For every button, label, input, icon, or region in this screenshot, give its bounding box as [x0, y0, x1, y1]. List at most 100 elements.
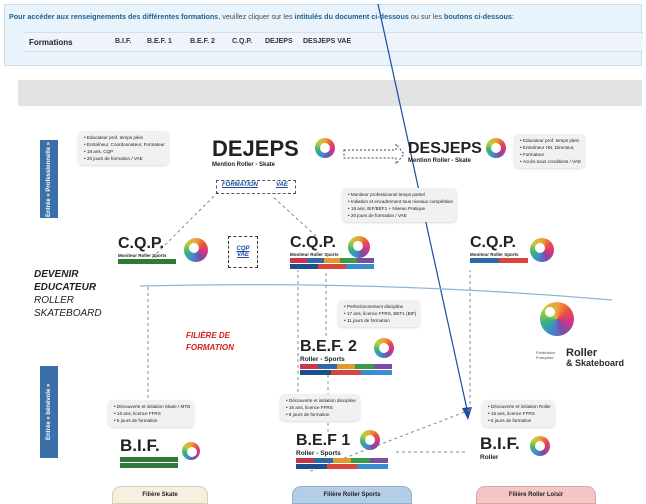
cqp-skate-logo[interactable]: C.Q.P. Moniteur Roller Sports — [118, 235, 176, 264]
info-text-part: intitulés du document ci-dessous — [294, 12, 409, 21]
filiere-line: FILIÈRE DE — [186, 331, 231, 340]
info-text-part: : — [511, 12, 514, 21]
bef2-logo[interactable]: B.E.F. 2 Roller - Sports — [300, 338, 393, 375]
discipline-strip — [300, 364, 393, 369]
bif-skate-logo[interactable]: B.I.F. — [120, 436, 178, 468]
note-line: 16 ans, licence FFRS — [488, 410, 551, 417]
note-bef2: Perfectionnement discipline 17 ans, lice… — [338, 300, 421, 327]
cqp-link[interactable]: CQP — [236, 246, 250, 252]
dejeps-links-box — [216, 180, 296, 194]
discipline-strip — [290, 258, 374, 263]
dejeps-to-desjeps-arrow — [343, 142, 405, 166]
dejeps-logo[interactable]: DEJEPS Mention Roller - Skate — [212, 136, 299, 168]
bef2-subtitle: Roller - Sports — [300, 356, 345, 363]
note-line: 8 jours de formation — [286, 411, 356, 418]
ffrs-sun-icon — [360, 430, 380, 450]
cqp-subtitle: Moniteur Roller Sports — [470, 252, 519, 257]
discipline-strip — [290, 264, 374, 269]
discipline-strip — [120, 457, 178, 462]
filiere-line: FORMATION — [186, 343, 234, 352]
info-text: Pour accéder aux renseignements des diff… — [9, 12, 514, 21]
sidebar-benevole: Entrée « bénévole » — [40, 366, 58, 458]
note-line: Découverte et initiation discipline — [286, 397, 356, 404]
cqp-subtitle: Moniteur Roller Sports — [290, 252, 339, 257]
cqp-vae-link[interactable]: VAE — [237, 252, 249, 258]
tab-desjeps-vae[interactable]: DESJEPS VAE — [303, 38, 352, 45]
connector-line — [147, 189, 221, 263]
info-text-part: boutons ci-dessous — [444, 12, 512, 21]
federation-line: Fédération — [536, 350, 556, 355]
note-line: 16 ans, licence FFRS — [286, 404, 356, 411]
ffrs-sun-icon — [315, 138, 335, 158]
cqp-links-box: CQP VAE — [228, 236, 258, 268]
note-line: 20 jours de formation / VAE — [84, 155, 165, 162]
ffrs-sun-icon — [182, 442, 200, 460]
tab-cqp[interactable]: C.Q.P. — [232, 38, 253, 45]
cqp-roller-loisir-logo[interactable]: C.Q.P. Moniteur Roller Sports — [470, 234, 528, 263]
bef1-logo[interactable]: B.E.F 1 Roller - Sports — [296, 432, 389, 469]
note-line: Découverte et initiation Roller — [488, 403, 551, 410]
footer-filiere-roller-sports[interactable]: Filière Roller Sports — [292, 486, 412, 504]
dejeps-formation-link[interactable]: FORMATION — [222, 182, 258, 188]
discipline-strip — [470, 258, 528, 263]
federation-brand-line: & Skateboard — [566, 358, 625, 368]
sidebar-pro: Entrée « Professionnelle » — [40, 140, 58, 218]
tab-dejeps[interactable]: DEJEPS — [265, 38, 293, 45]
filiere-formation-label: FILIÈRE DE FORMATION — [186, 330, 234, 354]
note-line: Entraîneur, Coordonnateur, Formateur — [84, 141, 165, 148]
discipline-strip — [296, 458, 389, 463]
note-line: 5 jours de formation — [488, 417, 551, 424]
ffrs-sun-icon — [530, 436, 550, 456]
ffrs-federation-icon — [540, 302, 574, 336]
desjeps-subtitle: Mention Roller - Skate — [408, 158, 472, 164]
note-line: Perfectionnement discipline — [344, 303, 416, 310]
ffrs-sun-icon — [184, 238, 208, 262]
cqp-title: C.Q.P. — [290, 234, 336, 251]
bif-title: B.I.F. — [480, 434, 520, 453]
note-line: Educateur prof. temps plein — [520, 137, 581, 144]
tab-bef1[interactable]: B.E.F. 1 — [147, 38, 172, 45]
devenir-educateur-title: DEVENIR EDUCATEUR ROLLER SKATEBOARD — [34, 268, 102, 320]
note-line: 20 jours de formation / VAE — [348, 212, 453, 219]
discipline-strip — [296, 464, 389, 469]
note-line: 16 ans, licence FFRS — [114, 410, 190, 417]
note-bif-skate: Découverte et initiation Skate / MTB 16 … — [108, 400, 195, 427]
devenir-line: EDUCATEUR — [34, 282, 97, 293]
ffrs-sun-icon — [374, 338, 394, 358]
tab-bif[interactable]: B.I.F. — [115, 38, 132, 45]
info-panel: Pour accéder aux renseignements des diff… — [4, 4, 643, 66]
tab-bef2[interactable]: B.E.F. 2 — [190, 38, 215, 45]
tabs-lead-label: Formations — [29, 38, 73, 47]
note-line: Accès sous conditions / VAE — [520, 158, 581, 165]
connector-line — [271, 195, 317, 237]
bef2-title: B.E.F. 2 — [300, 338, 357, 355]
discipline-strip — [300, 370, 393, 375]
dejeps-vae-link[interactable]: VAE — [276, 182, 288, 188]
discipline-strip — [118, 259, 176, 264]
desjeps-title: DESJEPS — [408, 140, 482, 157]
formations-tabs: Formations B.I.F. B.E.F. 1 B.E.F. 2 C.Q.… — [23, 32, 643, 52]
note-desjeps: Educateur prof. temps plein Entraîneur H… — [514, 134, 586, 168]
cqp-roller-sports-logo[interactable]: C.Q.P. Moniteur Roller Sports — [290, 234, 374, 269]
footer-filiere-skate[interactable]: Filière Skate — [112, 486, 208, 504]
federation-brand-line: Roller — [566, 347, 598, 359]
federation-label: Fédération Française — [536, 350, 555, 360]
bef1-title: B.E.F 1 — [296, 432, 351, 449]
footer-filiere-roller-loisir[interactable]: Filière Roller Loisir — [476, 486, 596, 504]
desjeps-logo[interactable]: DESJEPS Mention Roller - Skate — [408, 140, 482, 164]
note-dejeps: Educateur prof. temps plein Entraîneur, … — [78, 131, 169, 165]
note-line: 11 jours de formation — [344, 317, 416, 324]
note-bif-roller: Découverte et initiation Roller 16 ans, … — [482, 400, 555, 427]
devenir-line: DEVENIR — [34, 269, 79, 280]
note-cqp: Moniteur professionnel temps partiel Ini… — [342, 188, 458, 222]
discipline-strip — [120, 463, 178, 468]
bif-title: B.I.F. — [120, 436, 160, 455]
ffrs-sun-icon — [486, 138, 506, 158]
bif-roller-logo[interactable]: B.I.F. Roller — [480, 434, 520, 461]
federation-brand: Roller & Skateboard — [566, 347, 625, 369]
cqp-title: C.Q.P. — [470, 234, 516, 251]
dejeps-subtitle: Mention Roller - Skate — [212, 162, 276, 168]
divider-curve — [139, 283, 613, 301]
note-bef1: Découverte et initiation discipline 16 a… — [280, 394, 360, 421]
note-line: Découverte et initiation Skate / MTB — [114, 403, 190, 410]
